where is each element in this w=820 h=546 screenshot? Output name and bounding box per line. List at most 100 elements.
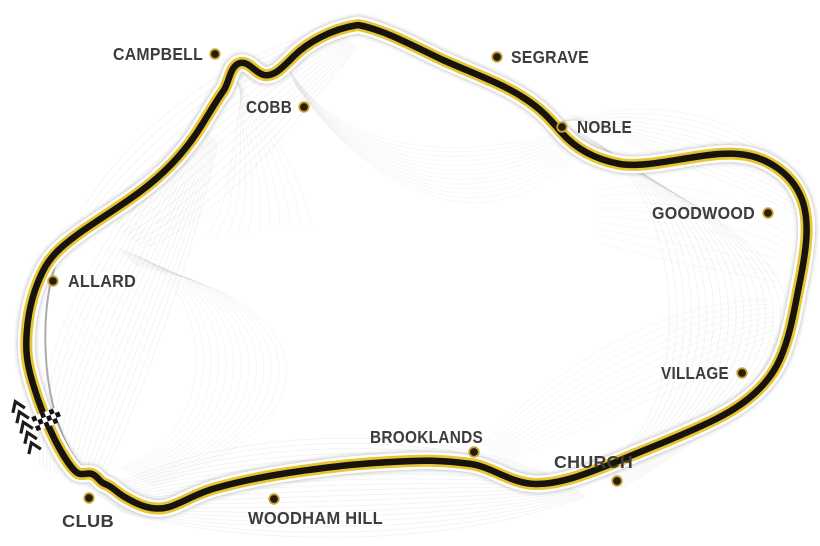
swirl-line: [292, 78, 571, 185]
swirl-line: [126, 256, 242, 478]
swirl-line: [95, 141, 219, 493]
checker-square: [37, 418, 44, 425]
swirl-line: [491, 320, 775, 455]
swirl-bundle: [285, 63, 577, 203]
swirl-line: [548, 124, 685, 471]
checker-square: [43, 421, 50, 428]
corner-dot-cobb: [298, 101, 310, 113]
swirl-line: [294, 82, 574, 194]
swirl-line: [117, 39, 350, 230]
swirl-line: [125, 42, 353, 237]
swirl-line: [129, 259, 257, 481]
checker-square: [31, 415, 38, 422]
swirl-line: [562, 137, 767, 485]
swirl-line: [95, 437, 559, 495]
swirl-line: [295, 85, 577, 203]
corner-dot-church: [611, 475, 623, 487]
swirl-line: [137, 46, 357, 246]
swirl-line: [88, 139, 216, 490]
corner-label-club: CLUB: [62, 511, 114, 531]
swirl-line: [125, 255, 234, 476]
swirl-line: [499, 337, 779, 461]
swirl-line: [121, 495, 587, 538]
swirl-line: [120, 250, 212, 472]
swirl-line: [226, 60, 245, 236]
background-swirls: [38, 29, 811, 538]
checker-square: [52, 417, 59, 425]
corner-label-segrave: SEGRAVE: [511, 47, 589, 67]
swirl-line: [598, 201, 787, 242]
corner-dot-woodham-hill: [268, 493, 280, 505]
corner-markers: CAMPBELLCOBBSEGRAVENOBLEGOODWOODALLARDVI…: [47, 44, 774, 531]
swirl-line: [487, 312, 772, 452]
corner-label-campbell: CAMPBELL: [113, 44, 203, 64]
swirl-line: [598, 193, 788, 236]
swirl-bundle: [481, 299, 781, 463]
swirl-line: [215, 61, 249, 237]
corner-dot-village: [736, 367, 748, 379]
swirl-line: [570, 114, 810, 218]
swirl-line: [129, 43, 354, 240]
swirl-line: [293, 80, 572, 189]
swirl-line: [97, 443, 560, 496]
corner-label-church: CHURCH: [554, 452, 633, 472]
swirl-line: [119, 249, 204, 470]
swirl-line: [545, 121, 670, 469]
swirl-line: [236, 59, 253, 233]
swirl-line: [98, 448, 562, 497]
swirl-line: [489, 316, 773, 453]
swirl-line: [123, 253, 227, 475]
swirl-line: [113, 38, 349, 227]
corner-dot-noble: [556, 121, 568, 133]
swirl-line: [289, 71, 565, 166]
swirl-line: [598, 215, 785, 256]
chevron-arrow: [11, 399, 26, 414]
swirl-bundle: [38, 123, 219, 493]
swirl-line: [481, 299, 769, 447]
swirl-line: [599, 228, 783, 269]
swirl-bundle: [117, 247, 287, 487]
swirl-line: [121, 41, 352, 233]
swirl-line: [493, 324, 776, 456]
checker-square: [54, 411, 61, 418]
checker-square: [34, 424, 42, 432]
swirl-line: [291, 76, 569, 180]
swirl-line: [120, 494, 585, 533]
start-finish-checkers-icon: [31, 406, 63, 432]
swirl-line: [122, 252, 219, 473]
swirl-line: [571, 113, 811, 223]
swirl-line: [141, 47, 358, 249]
swirl-line: [289, 72, 566, 171]
swirl-line: [547, 122, 678, 470]
swirl-line: [555, 108, 799, 179]
swirl-line: [71, 133, 209, 482]
swirl-line: [287, 67, 562, 157]
swirl-line: [598, 209, 786, 249]
swirl-line: [495, 329, 777, 458]
swirl-line: [117, 247, 197, 469]
corner-dot-goodwood: [762, 207, 774, 219]
swirl-line: [132, 262, 272, 484]
swirl-line: [501, 341, 781, 463]
swirl-line: [128, 258, 250, 479]
swirl-line: [92, 140, 217, 491]
checker-square: [46, 414, 53, 422]
corner-dot-campbell: [209, 48, 221, 60]
swirl-bundle: [597, 184, 789, 283]
swirl-line: [236, 60, 246, 235]
swirl-line: [78, 136, 212, 485]
corner-dot-segrave: [491, 51, 503, 63]
swirl-line: [294, 83, 575, 199]
swirl-line: [67, 132, 208, 481]
swirl-line: [50, 127, 201, 473]
checker-square: [39, 412, 47, 419]
swirl-line: [85, 138, 215, 488]
corner-label-allard: ALLARD: [68, 271, 136, 291]
swirl-line: [64, 131, 206, 479]
chevron-arrow: [19, 419, 34, 434]
swirl-line: [483, 303, 770, 448]
corner-label-woodham-hill: WOODHAM HILL: [248, 508, 383, 528]
corner-dot-brooklands: [468, 446, 480, 458]
